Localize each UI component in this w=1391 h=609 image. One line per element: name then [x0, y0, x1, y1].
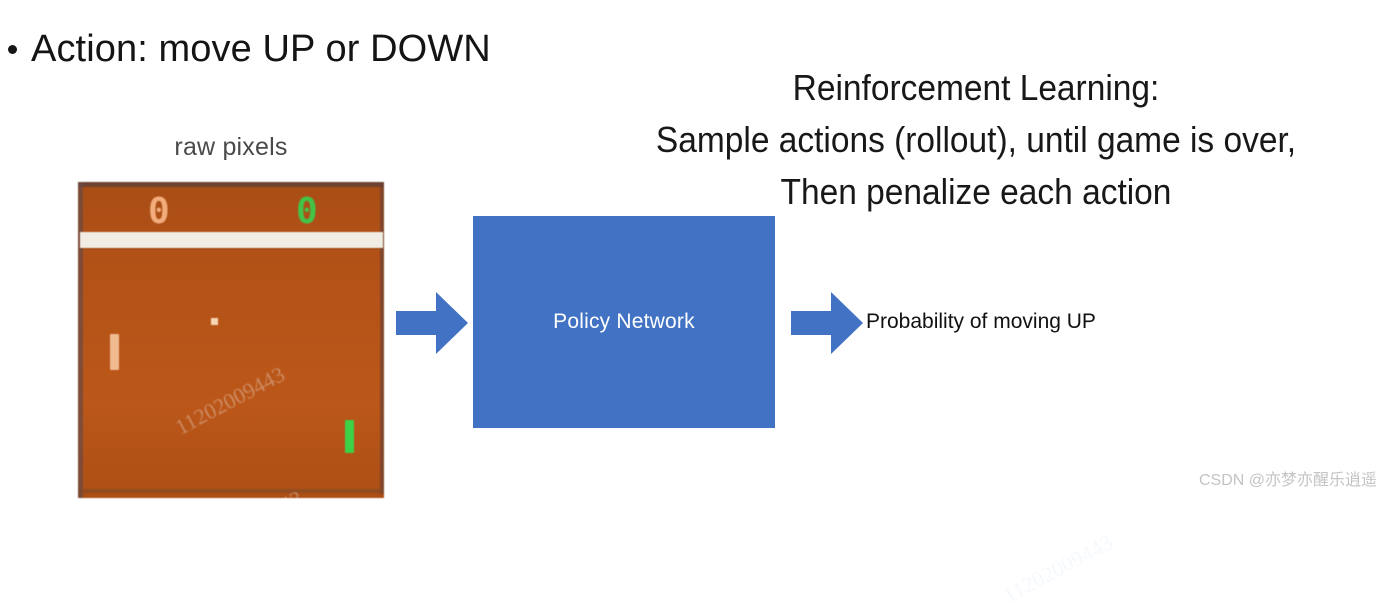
- right-arrow-icon: [791, 292, 863, 359]
- pong-right-border: [380, 182, 384, 494]
- pong-ball: [211, 318, 218, 325]
- pong-score-right: 0: [296, 191, 318, 232]
- pong-bottom-border: [78, 489, 384, 493]
- heading-line-1: Reinforcement Learning:: [792, 67, 1160, 108]
- policy-network-label: Policy Network: [553, 310, 695, 333]
- action-bullet-text: Action: move UP or DOWN: [31, 28, 491, 70]
- pong-paddle-left: [110, 334, 119, 370]
- raw-pixels-caption: raw pixels: [174, 133, 288, 161]
- csdn-credit-watermark: CSDN @亦梦亦醒乐逍遥: [1198, 472, 1377, 489]
- output-probability-label: Probability of moving UP: [866, 310, 1096, 333]
- pong-playfield: [78, 182, 384, 498]
- reinforcement-learning-heading: Reinforcement Learning: Sample actions (…: [566, 62, 1386, 219]
- policy-network-box[interactable]: Policy Network 11202009443: [473, 216, 1117, 608]
- bullet-dot-icon: [8, 45, 17, 55]
- action-bullet-line: Action: move UP or DOWN: [8, 28, 491, 70]
- heading-line-2: Sample actions (rollout), until game is …: [655, 119, 1297, 161]
- right-arrow-icon: [396, 292, 468, 359]
- pong-game-screenshot: 0 0 11202009443 11202009443 11202009443 …: [78, 182, 384, 498]
- pong-top-border: [78, 182, 384, 187]
- pong-divider-bar: [80, 232, 383, 248]
- heading-line-3: Then penalize each action: [780, 171, 1172, 213]
- pong-left-border: [78, 182, 83, 498]
- tiled-watermark: 11202009443: [998, 529, 1117, 608]
- pong-paddle-right: [345, 420, 354, 453]
- pong-score-left: 0: [148, 191, 170, 232]
